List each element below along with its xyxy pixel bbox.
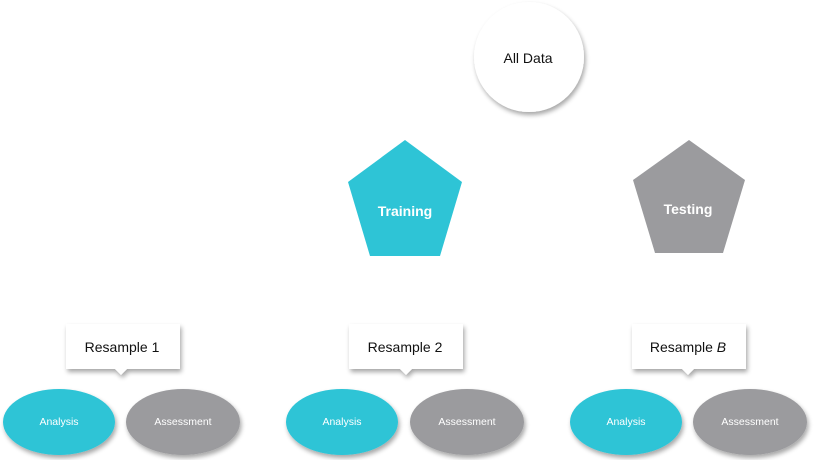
training-pentagon bbox=[348, 140, 462, 256]
assessment-ellipse-2: Assessment bbox=[410, 389, 524, 455]
analysis-ellipse-1: Analysis bbox=[3, 389, 115, 455]
assessment-label-b: Assessment bbox=[721, 416, 778, 428]
testing-node: Testing bbox=[633, 140, 745, 253]
resample-label-2: Resample 2 bbox=[368, 339, 443, 355]
resample-box-1 bbox=[66, 324, 180, 375]
all-data-node: All Data bbox=[474, 2, 584, 112]
resample-group-2: Resample 2 Analysis Assessment bbox=[286, 324, 524, 455]
resample-group-b: Resample B Analysis Assessment bbox=[570, 324, 807, 455]
analysis-label-1: Analysis bbox=[39, 416, 78, 428]
analysis-label-2: Analysis bbox=[322, 416, 361, 428]
assessment-ellipse-1: Assessment bbox=[126, 389, 240, 455]
testing-pentagon bbox=[633, 140, 745, 253]
resample-label-b: Resample B bbox=[650, 339, 726, 355]
assessment-label-1: Assessment bbox=[154, 416, 211, 428]
training-node: Training bbox=[348, 140, 462, 256]
analysis-label-b: Analysis bbox=[606, 416, 645, 428]
resample-group-1: Resample 1 Analysis Assessment bbox=[3, 324, 240, 455]
testing-label: Testing bbox=[664, 201, 713, 217]
all-data-label: All Data bbox=[503, 50, 552, 66]
analysis-ellipse-b: Analysis bbox=[570, 389, 682, 455]
training-label: Training bbox=[378, 203, 432, 219]
resample-box-b bbox=[632, 324, 746, 375]
resample-box-2 bbox=[349, 324, 463, 375]
assessment-ellipse-b: Assessment bbox=[693, 389, 807, 455]
resample-label-1: Resample 1 bbox=[85, 339, 160, 355]
analysis-ellipse-2: Analysis bbox=[286, 389, 398, 455]
assessment-label-2: Assessment bbox=[438, 416, 495, 428]
